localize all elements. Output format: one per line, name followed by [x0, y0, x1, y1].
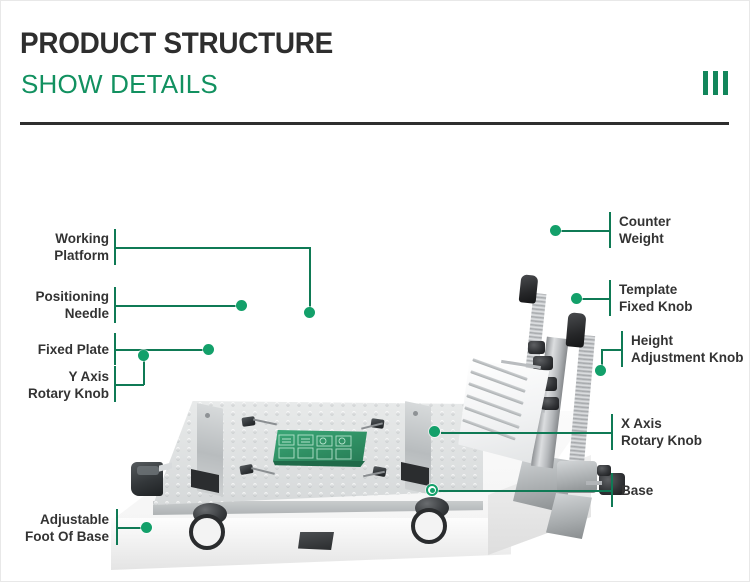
rod-knob-1	[528, 341, 545, 354]
callout-leader-y-axis-rotary-knob	[116, 384, 144, 386]
diagram-stage: Working Platform Positioning Needle Fixe…	[1, 125, 749, 581]
callout-marker-working-platform	[304, 307, 315, 318]
callout-leader-counter-weight	[558, 230, 609, 232]
callout-marker-fixed-plate	[203, 344, 214, 355]
callout-leader-template-fixed-knob	[579, 298, 609, 300]
rod-knob-4	[541, 397, 559, 410]
callout-leader-fixed-plate	[116, 349, 205, 351]
callout-label-y-axis-rotary-knob: Y Axis Rotary Knob	[28, 369, 109, 401]
lift-rod-threaded	[568, 334, 596, 476]
rail-screw-left	[205, 413, 210, 418]
callout-marker-counter-weight	[550, 225, 561, 236]
rail-screw-right	[413, 411, 418, 416]
callout-label-base: Base	[621, 483, 654, 498]
callout-marker-base	[426, 484, 438, 496]
callout-bracket-adjustable-foot-of-base	[116, 509, 118, 545]
callout-leader-positioning-needle	[116, 305, 238, 307]
callout-label-positioning-needle: Positioning Needle	[35, 289, 110, 321]
pcb-circuit-pattern	[278, 434, 352, 460]
callout-marker-height-adjustment-knob	[595, 365, 606, 376]
callout-label-counter-weight: Counter Weight	[619, 214, 671, 246]
callout-bracket-positioning-needle	[114, 287, 116, 323]
callout-leader-vert-y-axis-rotary-knob	[143, 356, 145, 385]
callout-leader-base	[438, 490, 611, 492]
callout-marker-positioning-needle	[236, 300, 247, 311]
callout-leader-vert-working-platform	[309, 247, 311, 311]
callout-leader-height-adjustment-knob	[601, 349, 621, 351]
callout-marker-y-axis-rotary-knob	[138, 350, 149, 361]
callout-bracket-template-fixed-knob	[609, 280, 611, 316]
y-axis-rotary-knob-wheel	[189, 514, 225, 550]
decor-bar-1	[703, 71, 708, 95]
callout-leader-vert-height-adjustment-knob	[601, 349, 603, 369]
callout-label-height-adjustment-knob: Height Adjustment Knob	[631, 333, 744, 365]
callout-marker-x-axis-rotary-knob	[429, 426, 440, 437]
counter-weight-cap-right	[565, 312, 587, 348]
page-header: PRODUCT STRUCTURE SHOW DETAILS	[1, 1, 749, 125]
callout-leader-adjustable-foot-of-base	[118, 527, 143, 529]
callout-leader-working-platform	[116, 247, 310, 249]
callout-label-working-platform: Working Platform	[54, 231, 109, 263]
callout-label-adjustable-foot-of-base: Adjustable Foot Of Base	[24, 512, 109, 544]
header-decor-bars	[703, 71, 728, 95]
decor-bar-3	[723, 71, 728, 95]
callout-bracket-base	[611, 473, 613, 507]
fixed-plate-highlight	[137, 466, 159, 475]
height-adjustment-knob-cap	[597, 465, 611, 476]
callout-bracket-counter-weight	[609, 212, 611, 248]
callout-bracket-working-platform	[114, 229, 116, 265]
callout-marker-adjustable-foot-of-base	[141, 522, 152, 533]
height-adjustment-knob-shaft	[586, 481, 602, 485]
page-title: PRODUCT STRUCTURE	[20, 27, 334, 60]
callout-leader-x-axis-rotary-knob	[441, 432, 611, 434]
page-subtitle: SHOW DETAILS	[21, 69, 218, 99]
x-axis-rotary-knob-wheel	[411, 508, 447, 544]
callout-marker-template-fixed-knob	[571, 293, 582, 304]
callout-bracket-height-adjustment-knob	[621, 331, 623, 367]
counter-weight-cap-left	[518, 274, 539, 304]
callout-label-template-fixed-knob: Template Fixed Knob	[619, 282, 693, 314]
callout-bracket-y-axis-rotary-knob	[114, 366, 116, 402]
callout-bracket-x-axis-rotary-knob	[611, 414, 613, 450]
pcb-board-edge	[273, 461, 365, 467]
header-divider	[20, 122, 729, 125]
center-front-fixture	[298, 532, 334, 550]
callout-bracket-fixed-plate	[114, 333, 116, 365]
decor-bar-2	[713, 71, 718, 95]
rod-collar-right	[557, 461, 597, 493]
callout-label-x-axis-rotary-knob: X Axis Rotary Knob	[621, 416, 702, 448]
callout-label-fixed-plate: Fixed Plate	[37, 342, 109, 357]
